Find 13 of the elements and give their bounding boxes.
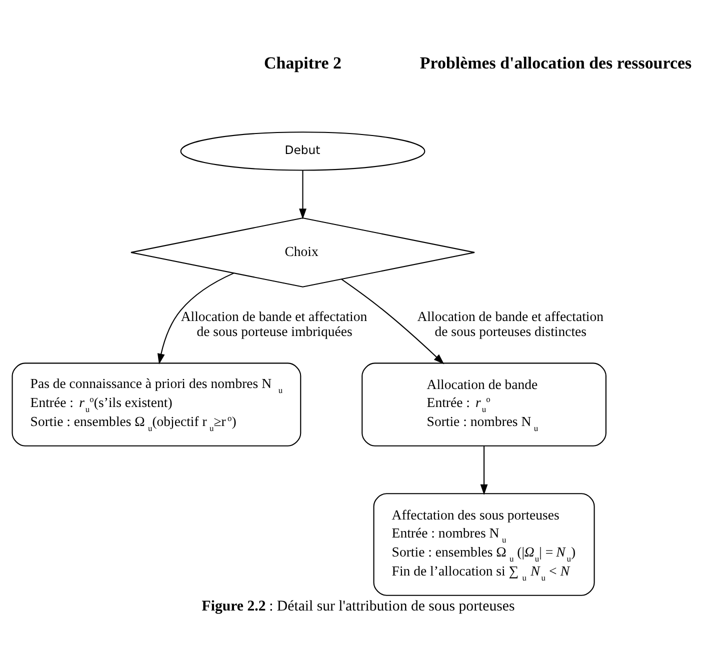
label: Problèmes d'allocation des ressources — [420, 53, 692, 72]
arrow — [299, 170, 306, 220]
node-box: Affectation des sous porteuses Entrée : nombres N$_{u}$ Sortie : ensembles Ω$_{u}$ (|Ω$_{u}$| = N$_{u}$) Fin de l’allocation si ∑$_{u}$ N$_{u}$ < N — [373, 493, 595, 596]
arrow — [341, 278, 444, 364]
arrow — [157, 272, 234, 364]
node-diamond: Choix — [130, 217, 476, 288]
node-ellipse: Debut — [180, 132, 426, 171]
arrow — [480, 446, 488, 495]
edge-label: Allocation de bande et affectation de sous porteuses distinctes — [417, 309, 604, 340]
label: Chapitre 2 — [264, 53, 342, 72]
node-box: Pas de connaissance à priori des nombres N$_{u}$ Entrée : r$_{u}$$^{o}$(s’ils existent) Sortie : ensembles Ω$_{u}$(objectif r$_{u}$≥r$^{o}$) — [12, 362, 302, 446]
caption: Figure 2.2 : Détail sur l'attribution de sous porteuses — [202, 598, 515, 614]
edge-label: Allocation de bande et affectation de sous porteuse imbriquées — [180, 309, 368, 340]
